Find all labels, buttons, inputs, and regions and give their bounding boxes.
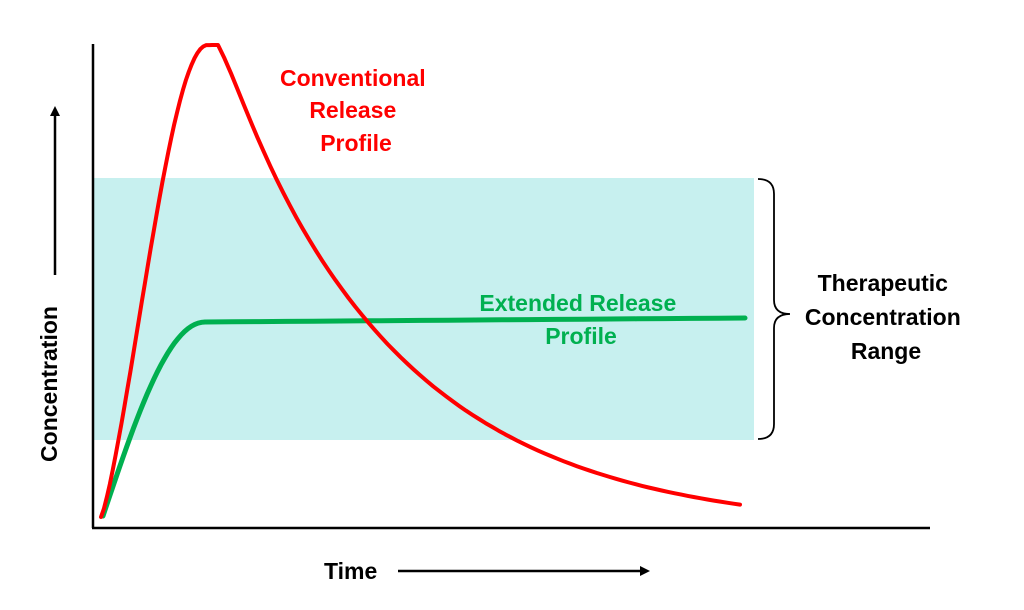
series-line-conventional-release [99,43,742,519]
series-label-conventional-line: Profile [320,130,392,156]
series-label-extended-line: Profile [545,323,617,349]
therapeutic-range-band [93,178,754,440]
series-label-extended-line: Extended Release [479,290,676,316]
therapeutic-range-label-line: Therapeutic [818,270,949,296]
y-axis-label: Concentration [36,306,62,462]
series-line-extended-release [100,315,748,519]
series-label-extended: Extended Release Profile [479,290,682,349]
therapeutic-range-label-line: Range [851,338,921,364]
x-axis-label: Time [324,558,377,584]
therapeutic-range-label-line: Concentration [805,304,961,330]
series-label-conventional-line: Release [309,97,396,123]
series-label-conventional-line: Conventional [280,65,426,91]
therapeutic-range-brace [757,178,791,440]
therapeutic-range-label: Therapeutic Concentration Range [805,270,967,364]
series-label-conventional: Conventional Release Profile [280,65,432,156]
